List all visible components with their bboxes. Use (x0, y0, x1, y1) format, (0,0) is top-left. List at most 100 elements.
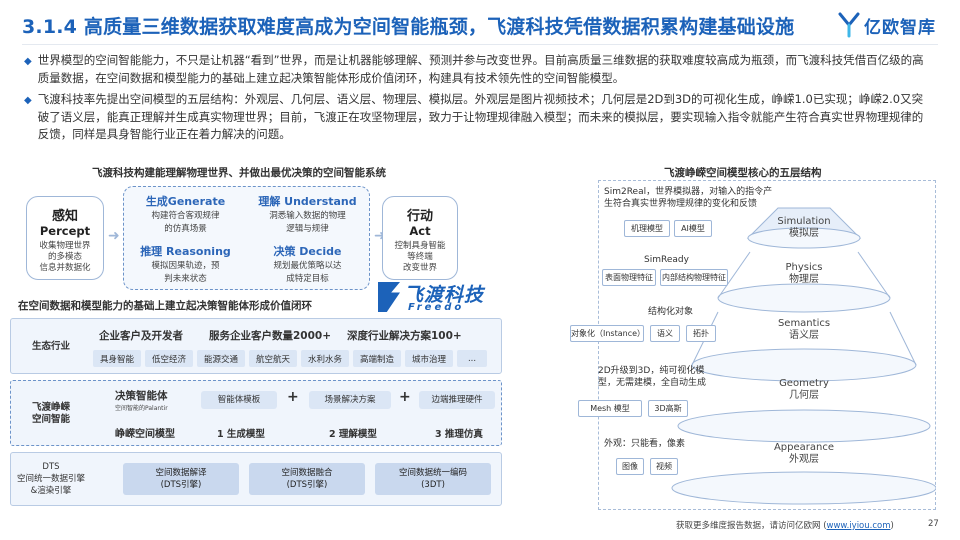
layer-disk-appearance (671, 471, 936, 505)
dts-label-3: &渲染引擎 (30, 486, 72, 496)
layer-physics: Physics 物理层 (744, 262, 864, 286)
dts-label-1: DTS (42, 462, 60, 472)
eco-head-3: 深度行业解决方案100+ (347, 330, 462, 342)
layer-en: Semantics (777, 318, 831, 329)
understand-title: 理解 Understand (258, 195, 357, 208)
bullet-item: ◆ 飞渡科技率先提出空间模型的五层结构：外观层、几何层、语义层、物理层、模拟层。… (24, 91, 934, 144)
brand-logo: 亿欧智库 (838, 12, 936, 38)
layer-disk-simulation (746, 207, 862, 249)
understand-desc-2: 逻辑与规律 (286, 224, 329, 234)
model-label-1: 飞渡峥嵘 (31, 402, 70, 413)
layer-simulation: Simulation 模拟层 (744, 216, 864, 240)
reasoning-title: 推理 Reasoning (140, 245, 231, 258)
arrow-right-icon: ➜ (108, 228, 120, 244)
layer-zh: 外观层 (789, 454, 819, 465)
chip: 对象化（Instance） (570, 325, 645, 342)
eco-tag: 具身智能 (93, 350, 141, 367)
percept-desc-1: 收集物理世界 (39, 241, 91, 251)
layer-geometry: Geometry 几何层 (744, 378, 864, 402)
freedo-mark-icon (378, 282, 400, 312)
reasoning-cell: 推理 Reasoning 模拟因果轨迹，预 判未来状态 (128, 243, 243, 289)
page-number: 27 (928, 519, 939, 529)
decide-cell: 决策 Decide 规划最优策略以达 成特定目标 (250, 243, 365, 289)
dts-module-sub: (DTS引擎) (160, 480, 202, 490)
understand-desc-1: 洞悉输入数据的物理 (269, 211, 346, 221)
generate-cell: 生成Generate 构建符合客观规律 的仿真场景 (128, 193, 243, 239)
percept-box: 感知 Percept 收集物理世界 的多模态 信息并数据化 (26, 196, 104, 280)
eco-tag: 能源交通 (197, 350, 245, 367)
act-desc-1: 控制具身智能 (394, 241, 446, 251)
left-diagram-title: 飞渡科技构建能理解物理世界、并做出最优决策的空间智能系统 (92, 167, 386, 179)
eco-industry-panel: 生态行业 企业客户及开发者 服务企业客户数量2000+ 深度行业解决方案100+… (10, 318, 502, 374)
act-desc-2: 等终端 (407, 252, 433, 262)
understand-cell: 理解 Understand 洞悉输入数据的物理 逻辑与规律 (250, 193, 365, 239)
decide-desc-1: 规划最优策略以达 (273, 261, 342, 271)
layer-en: Geometry (779, 378, 829, 389)
layer-zh: 几何层 (789, 390, 819, 401)
freedo-brand-en: Freedo (408, 302, 465, 313)
note-appearance: 外观：只能看，像素 (604, 439, 686, 449)
dts-module-sub: (DTS引擎) (286, 480, 328, 490)
plus-icon: + (287, 389, 299, 405)
right-diagram-title: 飞渡峥嵘空间模型核心的五层结构 (664, 167, 822, 179)
plus-icon: + (399, 389, 411, 405)
dts-module-interpret: 空间数据解译 (DTS引擎) (123, 463, 239, 495)
dts-label-2: 空间统一数据引擎 (16, 474, 85, 484)
eco-tag: ... (457, 350, 487, 367)
act-zh: 行动 (406, 209, 433, 224)
footer-link[interactable]: www.iyiou.com (826, 521, 891, 531)
chip: 拓扑 (686, 325, 716, 342)
layer-en: Appearance (773, 442, 835, 453)
step-generate: 1 生成模型 (217, 429, 265, 440)
page-title: 3.1.4 高质量三维数据获取难度高成为空间智能瓶颈，飞渡科技凭借数据积累构建基… (22, 16, 795, 38)
model-label-2: 空间智能 (31, 414, 70, 425)
freedo-brand: 飞渡科技 (404, 284, 485, 306)
note-line: 2D升级到3D，纯可视化模 (598, 366, 705, 376)
core-loop-box: 生成Generate 构建符合客观规律 的仿真场景 理解 Understand … (123, 186, 370, 290)
layer-frame (598, 180, 936, 510)
bullet-list: ◆ 世界模型的空间智能能力，不只是让机器“看到”世界，而是让机器能够理解、预测并… (24, 52, 934, 148)
yiou-logo-icon (838, 12, 860, 38)
chip: 3D高斯 (648, 400, 688, 417)
note-line: 型，无需建模，全自动生成 (598, 378, 707, 388)
layer-en: Simulation (777, 216, 831, 227)
diamond-bullet-icon: ◆ (24, 56, 32, 67)
dts-module-title: 空间数据融合 (281, 468, 333, 478)
footer-close: ) (890, 521, 894, 531)
note-line: 生符合真实世界物理规律的变化和反馈 (604, 199, 758, 209)
percept-zh: 感知 (51, 209, 78, 224)
chip: 机理模型 (624, 220, 670, 237)
chip: Mesh 模型 (578, 400, 642, 417)
agent-title: 决策智能体 (115, 390, 168, 402)
arrow-right-icon: ➜ (374, 228, 386, 244)
dts-module-fusion: 空间数据融合 (DTS引擎) (249, 463, 365, 495)
chip: 内部结构物理特征 (660, 269, 728, 286)
note-geometry: 2D升级到3D，纯可视化模 型，无需建模，全自动生成 (598, 365, 706, 389)
note-line: Sim2Real，世界模拟器，对输入的指令产 (604, 187, 773, 197)
reasoning-desc-1: 模拟因果轨迹，预 (151, 261, 220, 271)
percept-en: Percept (39, 224, 91, 238)
layer-en: Physics (785, 262, 823, 273)
bullet-text: 世界模型的空间智能能力，不只是让机器“看到”世界，而是让机器能够理解、预测并参与… (37, 53, 924, 85)
eco-tag: 低空经济 (145, 350, 193, 367)
reasoning-desc-2: 判未来状态 (164, 274, 207, 284)
layer-zh: 模拟层 (789, 228, 819, 239)
note-simulation: Sim2Real，世界模拟器，对输入的指令产 生符合真实世界物理规律的变化和反馈 (604, 186, 772, 210)
percept-desc-3: 信息并数据化 (39, 263, 91, 273)
eco-label: 生态行业 (31, 341, 70, 352)
act-desc-3: 改变世界 (402, 263, 437, 273)
percept-desc-2: 的多模态 (47, 252, 82, 262)
act-en: Act (409, 224, 431, 238)
logo-text: 亿欧智库 (864, 17, 936, 38)
layer-zh: 物理层 (789, 274, 819, 285)
step-reason: 3 推理仿真 (435, 429, 483, 440)
dts-module-sub: (3DT) (421, 480, 445, 490)
dts-module-title: 空间数据解译 (155, 468, 207, 478)
chip: 语义 (650, 325, 680, 342)
layer-zh: 语义层 (789, 330, 819, 341)
eco-head-1: 企业客户及开发者 (99, 330, 183, 342)
diamond-bullet-icon: ◆ (24, 95, 32, 106)
module-agent-template: 智能体模板 (201, 391, 277, 409)
chip: 表面物理特征 (602, 269, 656, 286)
freedo-logo: 飞渡科技 Freedo (378, 282, 498, 316)
